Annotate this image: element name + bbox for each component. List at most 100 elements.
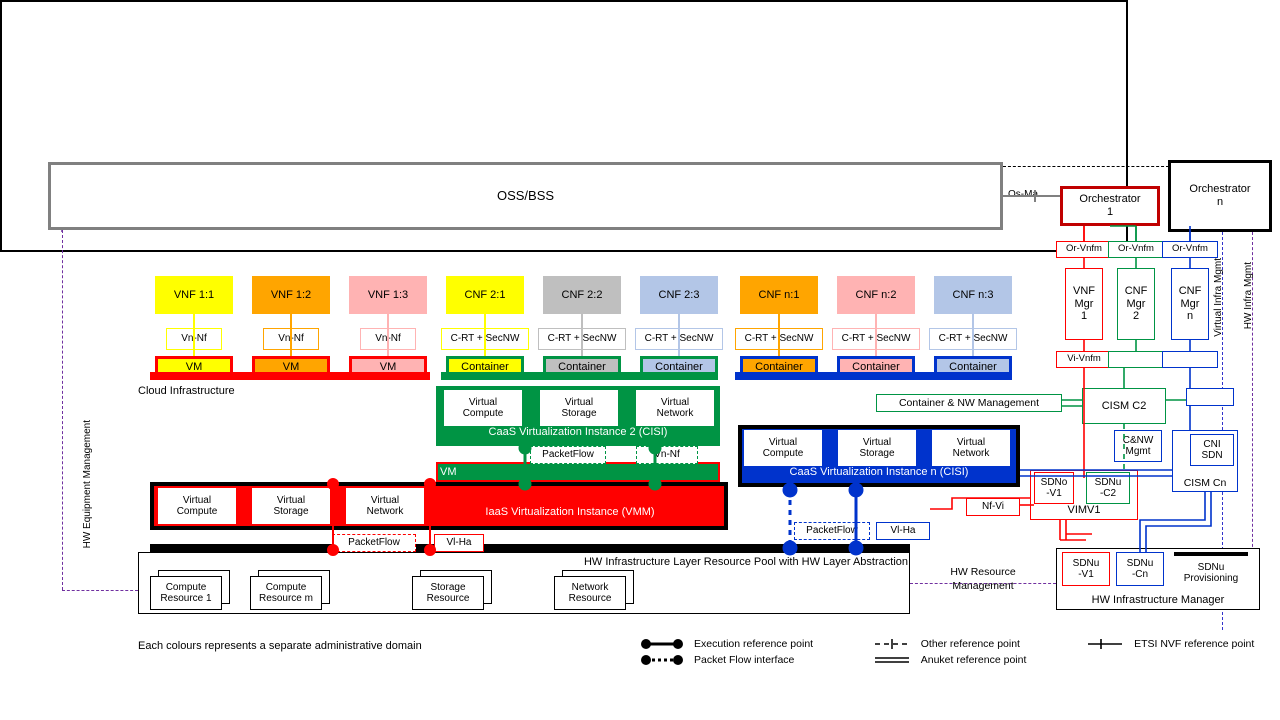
refpoint-to-instance-connector bbox=[678, 328, 680, 360]
nf-label: CNF 2:1 bbox=[464, 288, 506, 301]
packetflow-ref-icon bbox=[641, 655, 683, 665]
manager-label-line3: 2 bbox=[1132, 310, 1140, 323]
nf-box-vnf-1-3[interactable]: VNF 1:3 bbox=[349, 276, 427, 314]
network-resource[interactable]: Network Resource bbox=[554, 576, 626, 610]
iaas-virtual-network[interactable]: Virtual Network bbox=[346, 488, 424, 524]
execution-ref-icon bbox=[641, 639, 683, 649]
nf-to-refpoint-connector bbox=[581, 314, 583, 328]
cisin-virtual-network[interactable]: Virtual Network bbox=[932, 430, 1010, 466]
nf-box-cnf-2-2[interactable]: CNF 2:2 bbox=[543, 276, 621, 314]
cism-c2-box[interactable]: CISM C2 bbox=[1082, 388, 1166, 424]
nf-label: VNF 1:1 bbox=[173, 288, 215, 301]
hw-resource-management-label: HW Resource Management bbox=[950, 566, 1016, 592]
cisi2-title: CaaS Virtualization Instance 2 (CISI) bbox=[488, 425, 668, 438]
refpoint-to-instance-connector bbox=[193, 328, 195, 360]
nf-to-refpoint-connector bbox=[193, 314, 195, 328]
oss-to-orchestrator-dashed bbox=[1003, 166, 1169, 167]
manager-label-line2: Mgr bbox=[1180, 297, 1200, 310]
iaas-virtualization-instance[interactable] bbox=[150, 482, 728, 530]
cisin-packetflow-ref: PacketFlow bbox=[794, 522, 870, 540]
domain-group-bar-0 bbox=[150, 372, 430, 380]
nf-box-cnf-n-3[interactable]: CNF n:3 bbox=[934, 276, 1012, 314]
orchestrator-n-line1: Orchestrator bbox=[1189, 183, 1251, 196]
cni-sdn-box[interactable]: CNI SDN bbox=[1190, 434, 1234, 466]
manager-label-line3: n bbox=[1186, 310, 1194, 323]
hw-infra-mgmt-line bbox=[1252, 232, 1253, 562]
compute-resource-m[interactable]: Compute Resource m bbox=[250, 576, 322, 610]
os-ma-label: Os-Ma bbox=[1008, 188, 1052, 202]
sdnu-v1-box[interactable]: SDNu -V1 bbox=[1062, 552, 1110, 586]
instance-label: Container bbox=[852, 360, 900, 373]
oss-bss-label: OSS/BSS bbox=[496, 187, 555, 203]
nf-vi-ref-label: Nf-Vi bbox=[966, 498, 1020, 516]
sdnu-provisioning-bar bbox=[1174, 552, 1248, 558]
orchestrator-1-box[interactable]: Orchestrator 1 bbox=[1060, 186, 1160, 226]
blue-stub-box[interactable] bbox=[1186, 388, 1234, 406]
manager-label-line1: VNF bbox=[1073, 285, 1095, 298]
compute-resource-1[interactable]: Compute Resource 1 bbox=[150, 576, 222, 610]
instance-label: VM bbox=[282, 360, 300, 373]
cisi2-virtual-storage[interactable]: Virtual Storage bbox=[540, 390, 618, 426]
oss-bss-box[interactable]: OSS/BSS bbox=[48, 162, 1003, 230]
cisi2-virtual-compute[interactable]: Virtual Compute bbox=[444, 390, 522, 426]
cnw-mgmt-box[interactable]: C&NW Mgmt bbox=[1114, 430, 1162, 462]
nf-box-vnf-1-2[interactable]: VNF 1:2 bbox=[252, 276, 330, 314]
nf-label: CNF 2:3 bbox=[658, 288, 700, 301]
nf-box-cnf-n-2[interactable]: CNF n:2 bbox=[837, 276, 915, 314]
vm-green-bar-label: VM bbox=[440, 465, 457, 478]
nf-box-cnf-2-1[interactable]: CNF 2:1 bbox=[446, 276, 524, 314]
hw-equipment-mgmt-connector bbox=[62, 590, 138, 591]
sdnu-provisioning-box[interactable]: SDNu Provisioning bbox=[1172, 556, 1250, 590]
cisin-vlha-ref: Vl-Ha bbox=[876, 522, 930, 540]
hw-equipment-mgmt-line bbox=[62, 230, 63, 590]
etsi-ref-icon bbox=[1088, 639, 1123, 649]
hw-infra-mgmt-label: HW Infra Mgmt bbox=[1243, 262, 1254, 330]
sdno-v1-box[interactable]: SDNo -V1 bbox=[1034, 472, 1074, 504]
vi-vnfm-ref-0: Vi-Vnfm bbox=[1056, 351, 1112, 368]
manager-label-line2: Mgr bbox=[1126, 297, 1146, 310]
refpoint-to-instance-connector bbox=[484, 328, 486, 360]
cisi2-vnnf-ref: Vn-Nf bbox=[636, 446, 698, 464]
instance-label: Container bbox=[558, 360, 606, 373]
legend-item-packetflow: Packet Flow interface bbox=[640, 654, 873, 666]
storage-resource[interactable]: Storage Resource bbox=[412, 576, 484, 610]
instance-label: VM bbox=[185, 360, 203, 373]
iaas-virtual-compute[interactable]: Virtual Compute bbox=[158, 488, 236, 524]
refpoint-to-instance-connector bbox=[875, 328, 877, 360]
manager-label-line3: 1 bbox=[1080, 310, 1088, 323]
orchestrator-n-line2: n bbox=[1216, 196, 1224, 208]
cisi2-packetflow-ref: PacketFlow bbox=[530, 446, 606, 464]
iaas-virtual-storage[interactable]: Virtual Storage bbox=[252, 488, 330, 524]
nf-box-vnf-1-1[interactable]: VNF 1:1 bbox=[155, 276, 233, 314]
cisi2-virtual-network[interactable]: Virtual Network bbox=[636, 390, 714, 426]
sdnu-c2-box[interactable]: SDNu -C2 bbox=[1086, 472, 1130, 504]
nf-label: CNF n:2 bbox=[855, 288, 897, 301]
nf-box-cnf-n-1[interactable]: CNF n:1 bbox=[740, 276, 818, 314]
virtual-infra-mgmt-label: Virtual Infra Mgmt bbox=[1213, 258, 1224, 337]
nf-box-cnf-2-3[interactable]: CNF 2:3 bbox=[640, 276, 718, 314]
instance-label: Container bbox=[461, 360, 509, 373]
nf-label: VNF 1:2 bbox=[270, 288, 312, 301]
domain-group-bar-2 bbox=[735, 372, 1012, 380]
cisin-title: CaaS Virtualization Instance n (CISI) bbox=[789, 465, 969, 478]
legend-item-etsi: ETSI NVF reference point bbox=[1086, 638, 1280, 650]
sdnu-cn-box[interactable]: SDNu -Cn bbox=[1116, 552, 1164, 586]
refpoint-to-instance-connector bbox=[387, 328, 389, 360]
legend-item-other: Other reference point bbox=[873, 638, 1086, 650]
orchestrator-1-line1: Orchestrator bbox=[1079, 193, 1141, 206]
cisin-virtual-compute[interactable]: Virtual Compute bbox=[744, 430, 822, 466]
iaas-packetflow-ref: PacketFlow bbox=[332, 534, 416, 552]
nf-to-refpoint-connector bbox=[678, 314, 680, 328]
instance-label: Container bbox=[949, 360, 997, 373]
cisin-virtual-storage[interactable]: Virtual Storage bbox=[838, 430, 916, 466]
manager-label-line1: CNF bbox=[1124, 285, 1148, 298]
refpoint-to-instance-connector bbox=[290, 328, 292, 360]
container-nw-management-box[interactable]: Container & NW Management bbox=[876, 394, 1062, 412]
orchestrator-n-box[interactable]: Orchestrator n bbox=[1168, 160, 1272, 232]
nf-label: VNF 1:3 bbox=[367, 288, 409, 301]
instance-label: VM bbox=[379, 360, 397, 373]
vi-vnfm-label: Vi-Vnfm bbox=[1067, 353, 1101, 365]
